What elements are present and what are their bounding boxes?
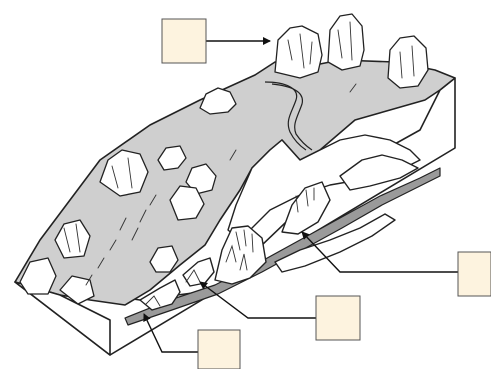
cave-small: [183, 258, 214, 286]
label-box-2[interactable]: [458, 252, 491, 296]
label-box-1[interactable]: [162, 19, 206, 63]
label-box-4[interactable]: [198, 330, 240, 369]
cave-center: [215, 226, 266, 284]
boulder: [200, 88, 236, 114]
label-box-3[interactable]: [316, 296, 360, 340]
